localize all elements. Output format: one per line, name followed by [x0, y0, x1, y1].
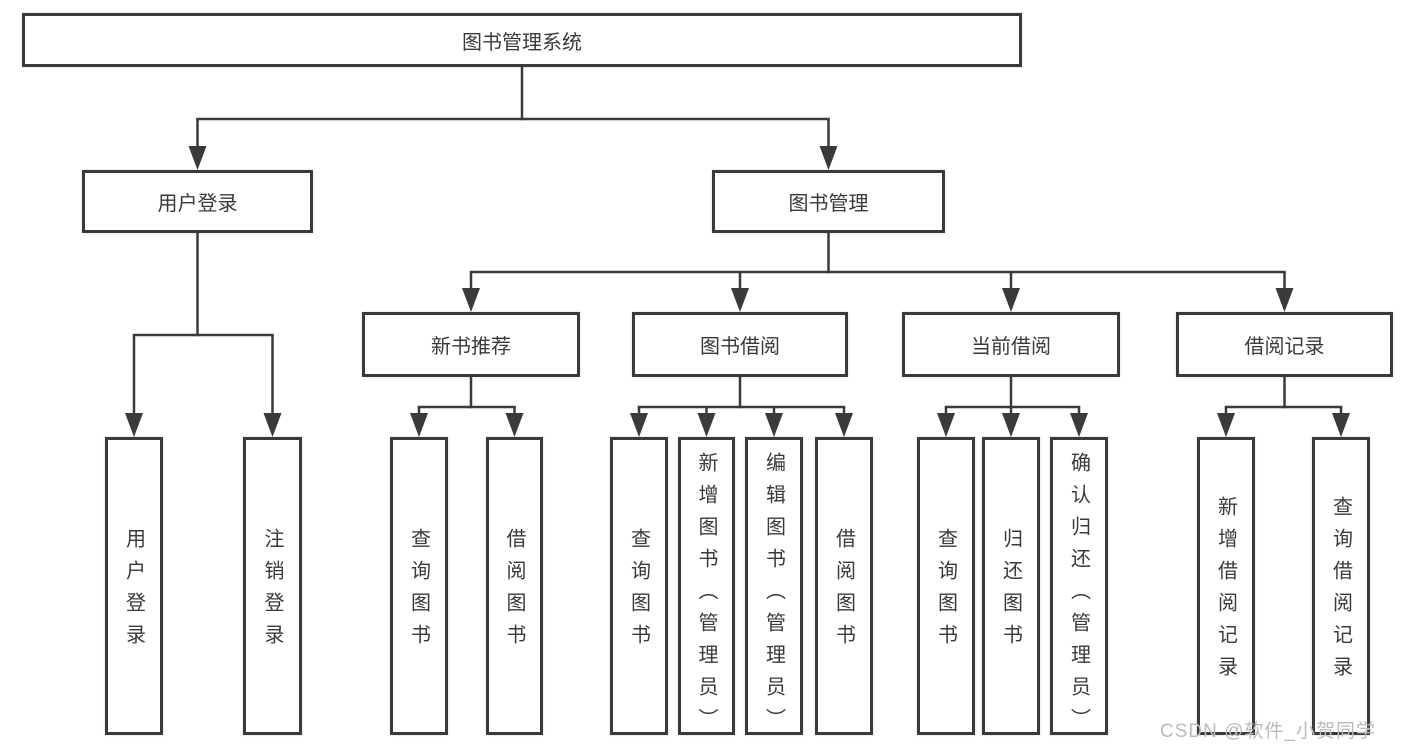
node-new-book-recommendation: 新书推荐: [362, 312, 580, 377]
leaf-logout-login: 注销登录: [243, 437, 302, 735]
watermark: CSDN @软件_小贺同学: [1160, 721, 1376, 742]
leaf-records-add-borrow-record: 新增借阅记录: [1197, 437, 1255, 735]
leaf-current-query-books: 查询图书: [917, 437, 975, 735]
leaf-current-confirm-return-admin: 确认归还（管理员）: [1050, 437, 1108, 740]
leaf-borrowing-query-books: 查询图书: [610, 437, 668, 735]
leaf-borrowing-edit-books-admin: 编辑图书（管理员）: [745, 437, 803, 740]
leaf-user-login: 用户登录: [105, 437, 163, 735]
leaf-current-return-books: 归还图书: [982, 437, 1040, 735]
leaf-recommend-query-books: 查询图书: [390, 437, 448, 735]
node-borrowing-records: 借阅记录: [1176, 312, 1393, 377]
leaf-recommend-borrow-books: 借阅图书: [486, 437, 543, 735]
node-user-login: 用户登录: [82, 170, 313, 233]
leaf-borrowing-borrow-books: 借阅图书: [815, 437, 873, 735]
node-book-borrowing: 图书借阅: [632, 312, 848, 377]
node-library-management-system: 图书管理系统: [22, 13, 1022, 67]
node-book-management: 图书管理: [712, 170, 945, 233]
leaf-records-query-borrow-record: 查询借阅记录: [1312, 437, 1370, 735]
leaf-borrowing-add-books-admin: 新增图书（管理员）: [678, 437, 735, 740]
node-current-borrowing: 当前借阅: [902, 312, 1120, 377]
